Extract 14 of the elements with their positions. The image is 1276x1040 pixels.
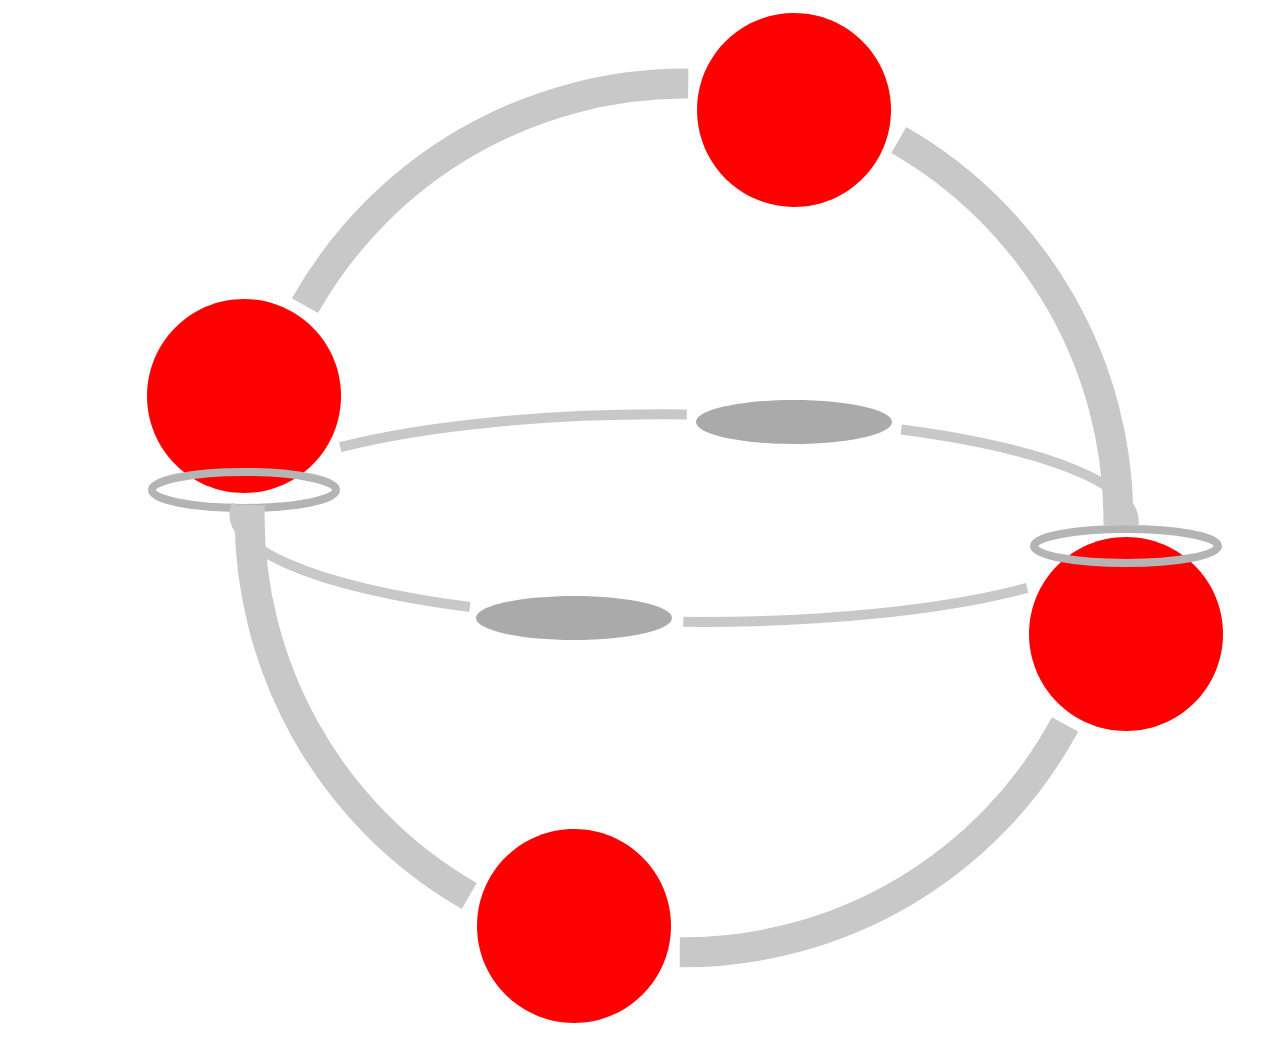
orbit-arc [229, 503, 471, 612]
orbit-arc [683, 583, 1029, 627]
ring-arc [292, 68, 689, 314]
ring-arc [679, 716, 1078, 968]
ball [697, 13, 891, 207]
ball [477, 829, 671, 1023]
disc [476, 596, 672, 640]
disc [696, 400, 892, 444]
ring-arc [234, 504, 478, 909]
ringed-ball [147, 299, 341, 512]
orbit-arc [900, 424, 1139, 526]
orbit-arc [339, 409, 687, 453]
ringed-ball [1029, 525, 1223, 731]
ring-arc [890, 127, 1134, 526]
